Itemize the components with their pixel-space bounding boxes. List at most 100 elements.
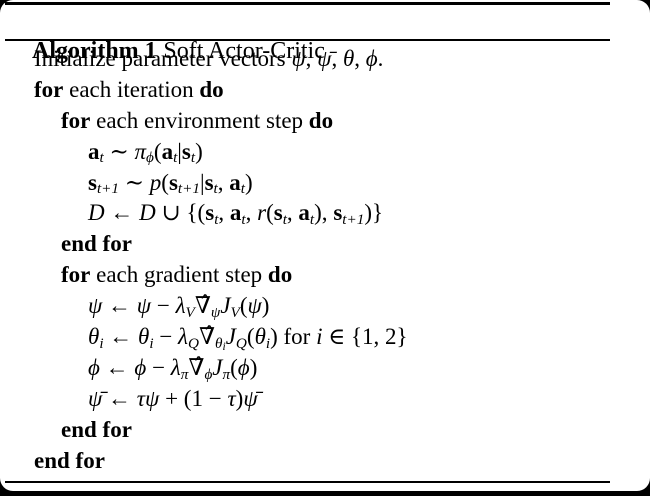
math-segment: − [153, 324, 179, 350]
math-segment: ∇̂ [198, 324, 216, 350]
algorithm-line: for each gradient step do [0, 260, 650, 291]
keyword: end for [61, 231, 132, 257]
math-segment: , [218, 200, 230, 226]
math-segment: ψ [210, 303, 221, 321]
math-segment: ϕ [88, 354, 100, 380]
math-segment: ← [102, 385, 137, 411]
keyword: for [61, 262, 91, 288]
math-segment: each iteration [63, 76, 200, 102]
math-segment: λ [178, 324, 189, 350]
math-segment: − [146, 354, 171, 380]
algorithm-line: for each iteration do [0, 75, 650, 106]
math-segment: Q [188, 334, 199, 352]
math-segment: , [286, 200, 299, 226]
math-segment: i [222, 340, 226, 353]
math-segment: a [229, 200, 242, 226]
math-segment: each gradient step [90, 262, 268, 288]
math-segment: t+1 [177, 180, 200, 198]
math-segment: p [149, 169, 162, 195]
math-segment: a [88, 138, 100, 164]
math-segment: t [214, 211, 219, 229]
math-segment: ψ̄ [243, 385, 258, 411]
algorithm-line: end for [0, 229, 650, 260]
math-segment: Q [235, 334, 247, 352]
algorithm-line: end for [0, 415, 650, 446]
math-segment: τ [227, 385, 236, 411]
math-segment: λ [175, 293, 186, 319]
math-segment: ( [161, 169, 169, 195]
math-segment: ∼ [103, 138, 135, 164]
math-segment: s [204, 169, 214, 195]
math-segment: ) [244, 169, 253, 195]
keyword: do [267, 262, 293, 288]
math-segment: λ [170, 354, 181, 380]
math-segment: , [217, 169, 230, 195]
algorithm-body: Initialize parameter vectors ψ, ψ̄, θ, ϕ… [0, 44, 650, 476]
math-segment: π [134, 138, 147, 164]
math-segment: ϕ [134, 354, 147, 380]
math-segment: ∈ {1, 2} [322, 324, 408, 350]
math-segment: θ [254, 324, 266, 350]
math-segment: ) [195, 138, 203, 164]
math-segment: i [149, 334, 154, 352]
math-segment: t [282, 211, 287, 229]
math-segment: ) [249, 354, 258, 380]
math-segment: ∪ {( [155, 200, 206, 226]
math-segment: ) [261, 293, 270, 319]
math-segment: θ [138, 324, 150, 350]
math-segment: ϕ [204, 365, 213, 383]
math-segment: i [99, 334, 104, 352]
math-segment: ← [102, 293, 137, 319]
math-segment: a [229, 169, 241, 195]
math-segment: t [240, 180, 245, 198]
math-segment: ) [235, 385, 244, 411]
math-segment: D [88, 200, 105, 226]
math-segment: ( [239, 293, 248, 319]
math-segment: i [316, 324, 323, 350]
math-segment: ψ [291, 46, 306, 71]
math-segment: s [205, 200, 215, 226]
top-thick-rule [5, 2, 610, 5]
math-segment: t [99, 149, 104, 167]
math-segment: V [230, 303, 240, 321]
math-segment: θ [215, 334, 223, 352]
keyword: end for [34, 447, 105, 473]
math-segment: . [377, 46, 384, 71]
math-segment: , [354, 46, 366, 71]
math-segment: ∇̂ [194, 293, 211, 319]
algorithm-line: at ∼ πϕ(at|st) [0, 137, 650, 168]
math-segment: ), [314, 200, 334, 226]
math-segment: r [257, 200, 267, 226]
algorithm-line: D ← D ∪ {(st, at, r(st, at), st+1)} [0, 198, 650, 229]
math-segment: a [298, 200, 310, 226]
keyword: do [199, 76, 224, 102]
math-segment: t [173, 149, 178, 167]
math-segment: ψ̄ [88, 385, 103, 411]
math-segment: t+1 [342, 211, 365, 229]
math-segment: ← [103, 324, 139, 350]
math-segment: π [222, 365, 231, 383]
algorithm-line: θi ← θi − λQ∇̂θiJQ(θi) for i ∈ {1, 2} [0, 322, 650, 353]
math-segment: θ [88, 324, 100, 350]
math-segment: J [212, 354, 223, 380]
keyword: end for [61, 416, 132, 442]
math-segment: J [220, 293, 231, 319]
math-segment: a [161, 138, 174, 164]
math-segment: , [331, 46, 343, 71]
math-segment: )} [364, 200, 384, 226]
math-segment: t [309, 211, 315, 229]
math-segment: V [185, 303, 195, 321]
math-segment: ( [230, 354, 238, 380]
math-segment: ψ [247, 293, 262, 319]
math-segment: ( [266, 200, 274, 226]
bottom-rule [5, 481, 610, 483]
math-segment: | [177, 138, 182, 164]
math-segment: ( [246, 324, 255, 350]
math-segment: ( [153, 138, 162, 164]
math-segment: − [151, 293, 176, 319]
math-segment: ψ [136, 293, 152, 319]
math-segment: ) for [270, 324, 317, 350]
math-segment: ← [99, 354, 135, 380]
